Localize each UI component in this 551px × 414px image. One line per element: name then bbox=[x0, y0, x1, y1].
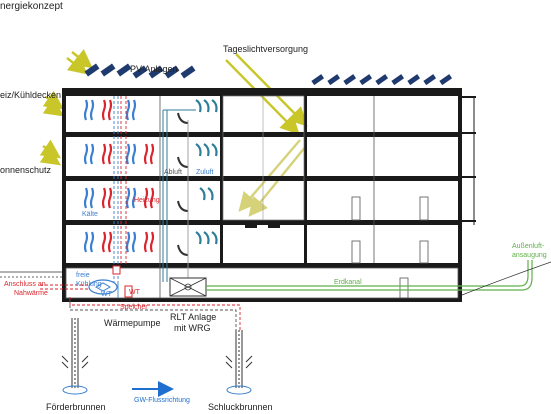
label-wt-2: WT bbox=[129, 289, 141, 296]
air-ducts bbox=[162, 109, 196, 282]
label-pv: PV-Anlagen bbox=[130, 64, 178, 74]
label-rlt-1: RLT Anlage bbox=[170, 312, 216, 322]
exhaust-hooks bbox=[177, 112, 189, 256]
cooling-pipes bbox=[113, 96, 119, 282]
label-heating: Heizung bbox=[134, 197, 160, 204]
label-district-2: Nahwärme bbox=[14, 290, 48, 297]
air-outlet-elements bbox=[195, 99, 218, 245]
label-daylight: Tageslichtversorgung bbox=[223, 44, 308, 54]
label-outside-air-2: ansaugung bbox=[512, 252, 547, 259]
label-heatpump: Wärmepumpe bbox=[104, 318, 161, 328]
label-storage: Speicher bbox=[120, 304, 148, 311]
label-supply: Zuluft bbox=[196, 169, 214, 176]
sun-arrows bbox=[39, 49, 93, 166]
label-cooling: Kälte bbox=[82, 211, 98, 218]
label-earth-duct: Erdkanal bbox=[334, 279, 362, 286]
label-free-cooling-2: Kühlung bbox=[76, 281, 102, 288]
label-rlt-2: mit WRG bbox=[174, 323, 211, 333]
distribution-pipes bbox=[40, 282, 241, 330]
label-well-return: Schluckbrunnen bbox=[208, 402, 273, 412]
label-well-supply: Förderbrunnen bbox=[46, 402, 106, 412]
supply-outlets-floor3 bbox=[199, 187, 214, 201]
heating-pipes bbox=[120, 96, 127, 266]
well-supply bbox=[61, 318, 89, 395]
basement-equipment bbox=[88, 265, 207, 298]
label-free-cooling-1: freie bbox=[76, 272, 90, 279]
label-gw-flow: GW-Flussrichtung bbox=[134, 397, 190, 404]
ceiling-heating-cooling-elements bbox=[83, 99, 155, 253]
pv-panels bbox=[84, 63, 453, 86]
label-district-1: Anschluss an bbox=[4, 281, 46, 288]
well-return bbox=[225, 330, 253, 395]
diagram-title: nergiekonzept bbox=[0, 1, 63, 12]
label-outside-air-1: Außenluft- bbox=[512, 243, 545, 250]
building-structure bbox=[62, 88, 476, 302]
ground-line bbox=[0, 261, 551, 296]
label-wt-1: WT bbox=[101, 291, 113, 298]
label-exhaust: Abluft bbox=[164, 169, 182, 176]
earth-duct bbox=[206, 260, 533, 291]
label-ceilings: eiz/Kühldecken bbox=[0, 90, 61, 100]
label-shading: onnenschutz bbox=[0, 165, 52, 175]
